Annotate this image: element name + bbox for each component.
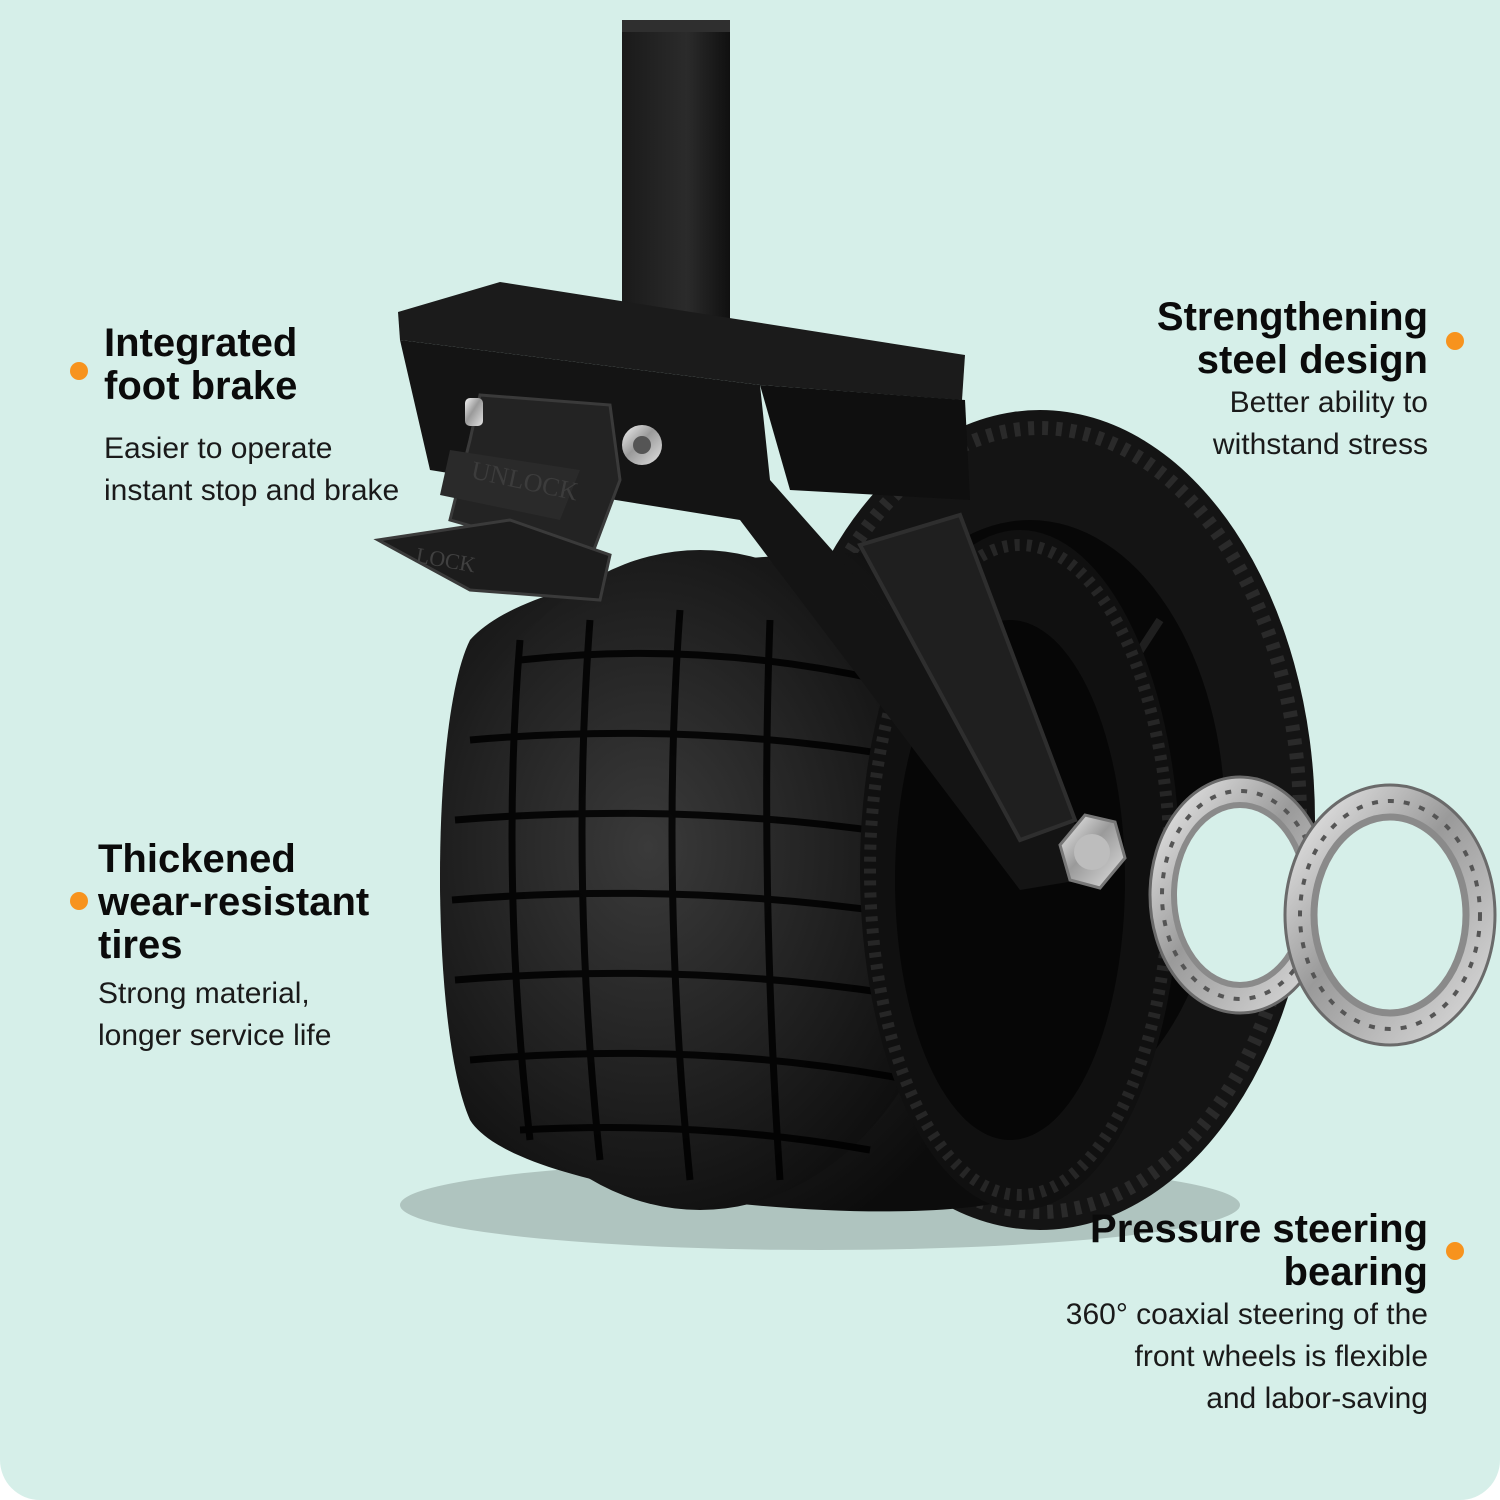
callout-steering-bearing: Pressure steering bearing 360° coaxial s… bbox=[1066, 1208, 1428, 1420]
foot-brake: UNLOCK LOCK bbox=[373, 393, 662, 602]
bullet-dot bbox=[70, 362, 88, 380]
callout-description: 360° coaxial steering of the front wheel… bbox=[1065, 1298, 1428, 1415]
callout-description: Better ability to withstand stress bbox=[1212, 386, 1428, 461]
callout-description: Strong material, longer service life bbox=[98, 977, 332, 1052]
bearing-right bbox=[1283, 783, 1497, 1047]
callout-title: Integrated foot brake bbox=[104, 321, 298, 408]
bullet-dot bbox=[70, 892, 88, 910]
callout-description: Easier to operate instant stop and brake bbox=[104, 432, 400, 507]
callout-title: Strengthening steel design bbox=[1156, 295, 1428, 382]
bullet-dot bbox=[1446, 332, 1464, 350]
callout-foot-brake: Integrated foot brake Easier to operate … bbox=[104, 322, 399, 512]
callout-steel-design: Strengthening steel design Better abilit… bbox=[1157, 296, 1428, 466]
axle-bolt bbox=[1058, 813, 1127, 890]
callout-title: Pressure steering bearing bbox=[1090, 1207, 1428, 1294]
callout-title: Thickened wear-resistant tires bbox=[98, 837, 370, 967]
callout-tires: Thickened wear-resistant tires Strong ma… bbox=[98, 838, 369, 1057]
stem bbox=[622, 20, 730, 350]
bullet-dot bbox=[1446, 1242, 1464, 1260]
